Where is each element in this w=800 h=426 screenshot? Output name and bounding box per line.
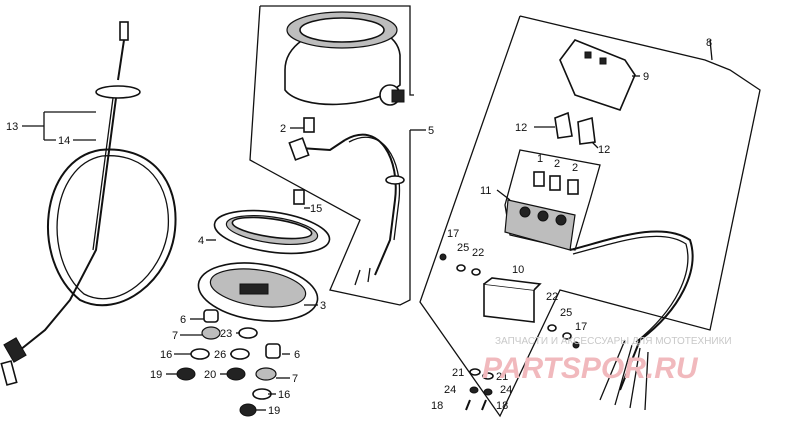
- speedometer-head: [284, 11, 405, 286]
- callout-18: 18: [431, 400, 443, 412]
- relay: [483, 277, 542, 323]
- callout-4: 4: [198, 235, 204, 247]
- callout-8: 8: [706, 37, 712, 49]
- speedometer-cable: [0, 21, 177, 386]
- callout-23: 23: [220, 328, 232, 340]
- callout-10: 10: [512, 264, 524, 276]
- callout-24: 24: [444, 384, 456, 396]
- callout-26: 26: [214, 349, 226, 361]
- callout-18: 18: [496, 400, 508, 412]
- watermark-tagline: ЗАПЧАСТИ И АКСЕССУАРЫ ДЛЯ МОТОТЕХНИКИ: [495, 336, 732, 347]
- watermark-brand: PARTSPOR.RU: [482, 352, 699, 385]
- callout-labels: 13 14 2 5 15 4 3 6 7 23 16 26 6 19 20 7 …: [6, 37, 712, 417]
- callout-12: 12: [515, 122, 527, 134]
- meter-cover: [197, 262, 319, 322]
- meter-assembly-outline: [249, 5, 414, 306]
- mounting-hardware-left: [176, 309, 281, 417]
- callout-22: 22: [546, 291, 558, 303]
- callout-19: 19: [150, 369, 162, 381]
- callout-19: 19: [268, 405, 280, 417]
- callout-12: 12: [598, 144, 610, 156]
- leader-lines: [22, 39, 713, 411]
- callout-20: 20: [204, 369, 216, 381]
- callout-21: 21: [496, 371, 508, 383]
- callout-16: 16: [278, 389, 290, 401]
- callout-7: 7: [172, 330, 178, 342]
- indicator-lens: [577, 116, 596, 145]
- callout-11: 11: [480, 185, 491, 197]
- callout-2: 2: [572, 162, 578, 174]
- callout-14: 14: [58, 135, 70, 147]
- callout-2: 2: [280, 123, 286, 135]
- indicator-housing: [504, 149, 694, 411]
- meter-case: [213, 209, 331, 255]
- callout-3: 3: [320, 300, 326, 312]
- callout-7: 7: [292, 373, 298, 385]
- watermark: ЗАПЧАСТИ И АКСЕССУАРЫ ДЛЯ МОТОТЕХНИКИ PA…: [482, 336, 732, 385]
- callout-17: 17: [575, 321, 587, 333]
- callout-25: 25: [560, 307, 572, 319]
- callout-25: 25: [457, 242, 469, 254]
- indicator-lens: [554, 111, 573, 139]
- callout-16: 16: [160, 349, 172, 361]
- callout-24: 24: [500, 384, 512, 396]
- mounting-hardware-right: [439, 253, 580, 411]
- bolt: [293, 189, 305, 205]
- callout-6: 6: [180, 314, 186, 326]
- callout-5: 5: [428, 125, 434, 137]
- callout-1: 1: [537, 153, 543, 165]
- callout-21: 21: [452, 367, 464, 379]
- callout-13: 13: [6, 121, 18, 133]
- indicator-bulbs: [533, 171, 579, 195]
- callout-6: 6: [294, 349, 300, 361]
- callout-17: 17: [447, 228, 459, 240]
- callout-9: 9: [643, 71, 649, 83]
- indicator-cover: [559, 39, 636, 111]
- bulb: [303, 117, 315, 133]
- callout-2: 2: [554, 158, 560, 170]
- indicator-assembly-outline: [419, 15, 761, 418]
- callout-22: 22: [472, 247, 484, 259]
- callout-15: 15: [310, 203, 322, 215]
